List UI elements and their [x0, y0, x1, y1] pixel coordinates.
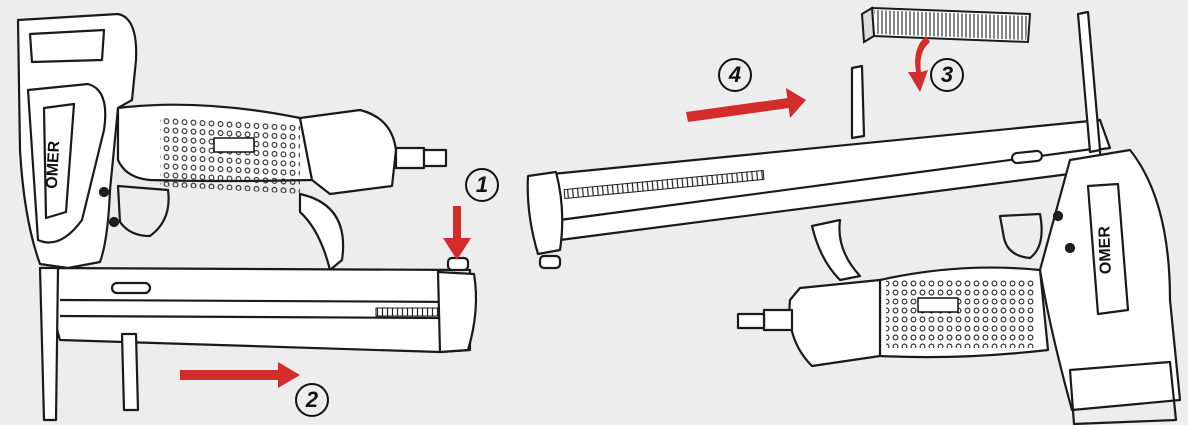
step-4-label: 4: [718, 58, 752, 92]
trigger-left: [116, 184, 170, 238]
step-1-label: 1: [465, 168, 499, 202]
arrow-step-3: [908, 36, 930, 92]
trigger-right: [998, 212, 1043, 260]
arrow-step-2: [180, 362, 300, 388]
step-3-label: 3: [930, 58, 964, 92]
arrow-step-4: [686, 88, 806, 122]
air-fitting-right: [788, 278, 882, 368]
stapler-right: OMER: [526, 10, 1182, 425]
arrow-step-1: [443, 206, 471, 260]
stapler-left: OMER: [16, 12, 478, 422]
nose-left: [38, 266, 60, 422]
brand-logo-right: OMER: [1096, 225, 1115, 274]
air-fitting-left: [298, 108, 398, 196]
arrows: [180, 36, 930, 388]
step-2-label: 2: [295, 383, 329, 417]
brand-logo-left: OMER: [44, 140, 64, 189]
staple-strip: [860, 6, 1032, 44]
